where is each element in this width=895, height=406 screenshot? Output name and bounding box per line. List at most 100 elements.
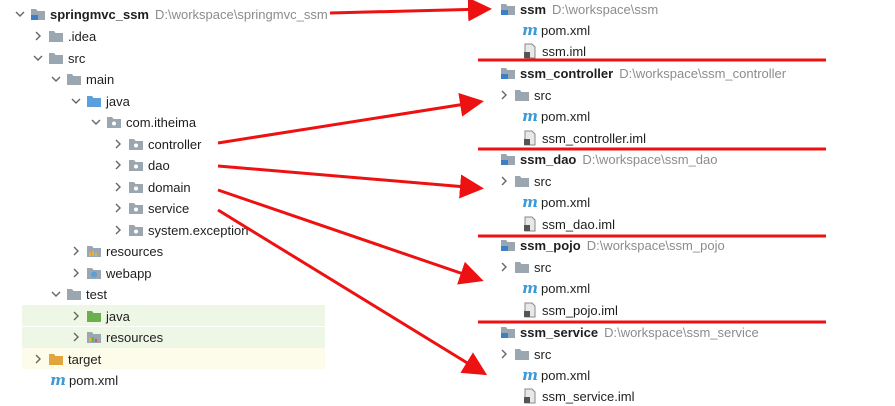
module-file-pom[interactable]: m pom.xml <box>522 278 590 298</box>
chevron-right-icon[interactable] <box>498 348 510 360</box>
maven-icon: m <box>522 107 538 125</box>
tree-item-test-java[interactable]: java <box>70 306 130 326</box>
module-path: D:\workspace\ssm_controller <box>619 65 787 81</box>
tree-item-target[interactable]: target <box>32 349 101 369</box>
folder-icon <box>48 28 64 44</box>
chevron-down-icon[interactable] <box>70 95 82 107</box>
arrow-root-to-ssm <box>329 0 492 22</box>
arrow-dao-to-ssm-dao <box>217 164 484 199</box>
module-file-pom[interactable]: m pom.xml <box>522 20 590 40</box>
file-label: ssm_controller.iml <box>542 130 647 146</box>
module-ssm[interactable]: ssm D:\workspace\ssm <box>500 0 658 19</box>
file-label: pom.xml <box>541 367 591 383</box>
chevron-right-icon[interactable] <box>32 30 44 42</box>
chevron-down-icon[interactable] <box>50 73 62 85</box>
tree-item-label: resources <box>106 243 164 259</box>
chevron-right-icon[interactable] <box>498 89 510 101</box>
tree-item-dao[interactable]: dao <box>112 155 170 175</box>
module-folder-icon <box>500 151 516 167</box>
module-folder-icon <box>30 6 46 22</box>
tree-item-main[interactable]: main <box>50 69 114 89</box>
chevron-down-icon[interactable] <box>32 52 44 64</box>
chevron-right-icon[interactable] <box>70 310 82 322</box>
module-file-iml[interactable]: ssm_service.iml <box>522 386 634 406</box>
tree-item-label: .idea <box>68 28 97 44</box>
resources-folder-icon <box>86 243 102 259</box>
package-icon <box>128 157 144 173</box>
tree-item-java[interactable]: java <box>70 91 130 111</box>
chevron-right-icon[interactable] <box>498 175 510 187</box>
chevron-right-icon[interactable] <box>112 181 124 193</box>
tree-item-package[interactable]: com.itheima <box>90 112 196 132</box>
module-path: D:\workspace\ssm_service <box>604 324 759 340</box>
chevron-right-icon[interactable] <box>112 138 124 150</box>
maven-icon: m <box>522 193 538 211</box>
chevron-right-icon[interactable] <box>112 224 124 236</box>
module-ssm-pojo[interactable]: ssm_pojo D:\workspace\ssm_pojo <box>500 235 725 255</box>
module-name: ssm_service <box>520 324 599 340</box>
chevron-right-icon[interactable] <box>70 245 82 257</box>
tree-item-label: com.itheima <box>126 114 197 130</box>
module-name: ssm_controller <box>520 65 614 81</box>
maven-icon: m <box>522 21 538 39</box>
tree-item-domain[interactable]: domain <box>112 177 191 197</box>
folder-icon <box>514 259 530 275</box>
iml-file-icon <box>522 43 538 59</box>
web-folder-icon <box>86 265 102 281</box>
chevron-down-icon[interactable] <box>14 8 26 20</box>
iml-file-icon <box>522 388 538 404</box>
tree-item-resources[interactable]: resources <box>70 241 163 261</box>
chevron-right-icon[interactable] <box>112 202 124 214</box>
chevron-down-icon[interactable] <box>90 116 102 128</box>
tree-item-label: dao <box>148 157 170 173</box>
module-path: D:\workspace\ssm_dao <box>582 151 718 167</box>
folder-icon <box>48 50 64 66</box>
chevron-right-icon[interactable] <box>112 159 124 171</box>
tree-item-system-exception[interactable]: system.exception <box>112 220 248 240</box>
tree-root[interactable]: springmvc_ssm D:\workspace\springmvc_ssm <box>14 4 328 24</box>
module-file-pom[interactable]: m pom.xml <box>522 106 590 126</box>
module-file-pom[interactable]: m pom.xml <box>522 192 590 212</box>
chevron-down-icon[interactable] <box>50 288 62 300</box>
root-path: D:\workspace\springmvc_ssm <box>155 6 328 22</box>
module-src[interactable]: src <box>498 171 551 191</box>
tree-item-test[interactable]: test <box>50 284 107 304</box>
chevron-right-icon[interactable] <box>70 267 82 279</box>
test-java-highlight <box>22 305 325 326</box>
chevron-right-icon[interactable] <box>498 261 510 273</box>
tree-item-label: java <box>106 308 130 324</box>
module-ssm-controller[interactable]: ssm_controller D:\workspace\ssm_controll… <box>500 63 786 83</box>
tree-item-label: pom.xml <box>69 372 119 388</box>
tree-item-service[interactable]: service <box>112 198 189 218</box>
module-ssm-service[interactable]: ssm_service D:\workspace\ssm_service <box>500 322 759 342</box>
folder-label: src <box>534 87 552 103</box>
module-path: D:\workspace\ssm_pojo <box>586 237 725 253</box>
file-label: pom.xml <box>541 194 591 210</box>
iml-file-icon <box>522 216 538 232</box>
arrow-controller-to-ssm-controller <box>217 92 484 145</box>
tree-item-idea[interactable]: .idea <box>32 26 96 46</box>
module-ssm-dao[interactable]: ssm_dao D:\workspace\ssm_dao <box>500 149 718 169</box>
tree-item-label: domain <box>148 179 191 195</box>
tree-item-test-resources[interactable]: resources <box>70 327 163 347</box>
module-file-pom[interactable]: m pom.xml <box>522 365 590 385</box>
file-label: ssm_service.iml <box>542 388 635 404</box>
tree-item-pom[interactable]: m pom.xml <box>50 370 118 390</box>
maven-icon: m <box>522 279 538 297</box>
file-label: pom.xml <box>541 108 591 124</box>
chevron-right-icon[interactable] <box>70 331 82 343</box>
tree-item-webapp[interactable]: webapp <box>70 263 152 283</box>
module-file-iml[interactable]: ssm_pojo.iml <box>522 300 618 320</box>
tree-item-label: src <box>68 50 86 66</box>
file-label: ssm.iml <box>542 43 587 59</box>
module-src[interactable]: src <box>498 257 551 277</box>
tree-item-controller[interactable]: controller <box>112 134 201 154</box>
chevron-right-icon[interactable] <box>32 353 44 365</box>
module-file-iml[interactable]: ssm_dao.iml <box>522 214 615 234</box>
module-src[interactable]: src <box>498 85 551 105</box>
tree-item-src[interactable]: src <box>32 48 85 68</box>
module-name: ssm <box>520 1 547 17</box>
module-file-iml[interactable]: ssm.iml <box>522 41 586 61</box>
module-src[interactable]: src <box>498 344 551 364</box>
module-file-iml[interactable]: ssm_controller.iml <box>522 128 646 148</box>
